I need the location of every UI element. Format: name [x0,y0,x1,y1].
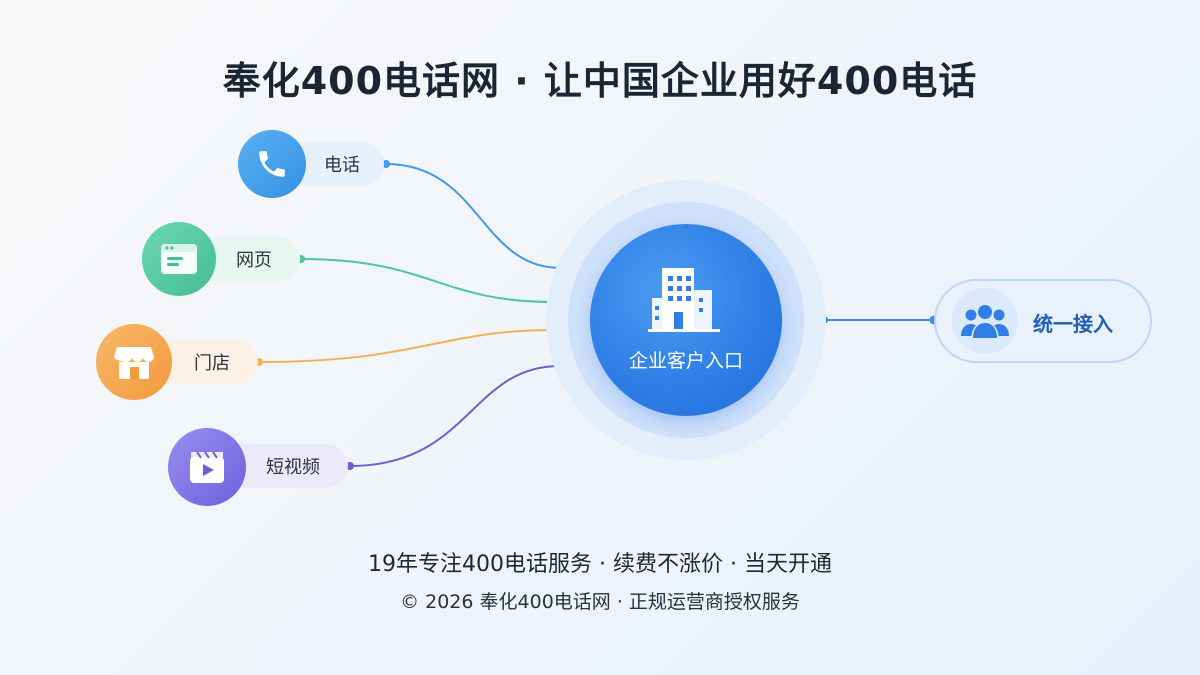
building-icon [648,268,720,332]
page-title: 奉化400电话网 · 让中国企业用好400电话 [222,59,978,103]
output-label: 统一接入 [1033,312,1113,336]
channel-web-label: 网页 [236,250,272,271]
hub-circle: 企业客户入口 [590,224,782,416]
hub-label: 企业客户入口 [628,350,743,372]
phone-connector [385,163,562,269]
copyright: © 2026 奉化400电话网 · 正规运营商授权服务 [400,591,800,613]
channel-video-label: 短视频 [266,457,320,478]
phone-icon [238,130,306,198]
store-icon [96,324,172,400]
store-connector [258,329,554,363]
channel-phone-label: 电话 [324,155,360,176]
video-icon [168,428,246,506]
web-connector [300,258,554,303]
tagline: 19年专注400电话服务 · 续费不涨价 · 当天开通 [368,552,832,577]
browser-icon [142,222,216,296]
users-icon [952,288,1018,354]
video-connector [349,365,561,467]
channel-store-label: 门店 [194,353,230,374]
